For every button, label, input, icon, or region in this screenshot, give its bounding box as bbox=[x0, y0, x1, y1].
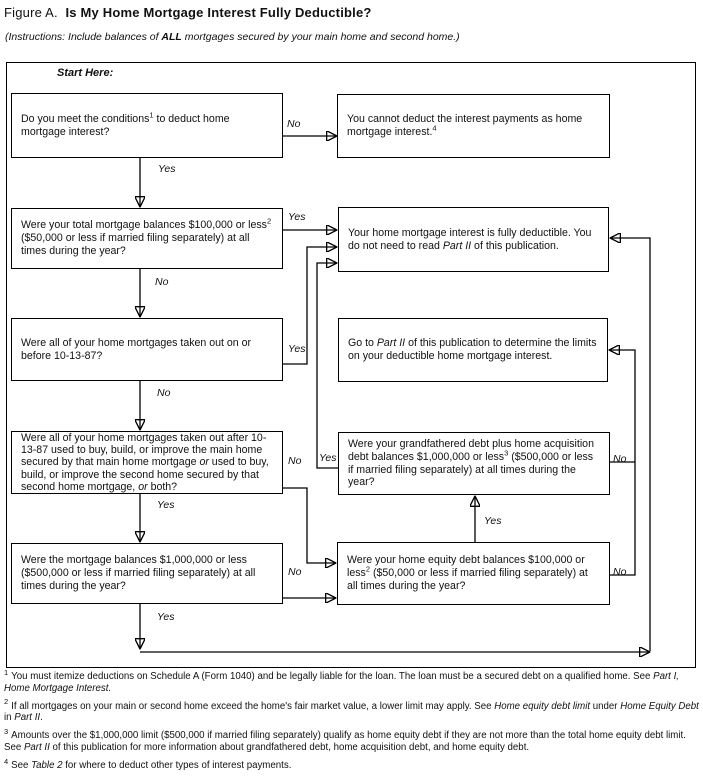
box-text: Do you meet the conditions1 to deduct ho… bbox=[21, 110, 230, 138]
flowchart-box-conditions: Do you meet the conditions1 to deduct ho… bbox=[11, 93, 283, 158]
edge-label-no: No bbox=[613, 566, 627, 578]
box-text: You cannot deduct the interest payments … bbox=[347, 113, 583, 138]
flowchart-box-cannot-deduct: You cannot deduct the interest payments … bbox=[337, 94, 610, 158]
flowchart-box-before-101387: Were all of your home mortgages taken ou… bbox=[11, 318, 283, 381]
figure-instructions: (Instructions: Include balances of ALL m… bbox=[5, 31, 460, 43]
box-text: Were your grandfathered debt plus home a… bbox=[348, 438, 594, 489]
edge-label-no: No bbox=[613, 453, 627, 465]
edge-label-no: No bbox=[288, 566, 302, 578]
flowchart-box-total-balances-100k: Were your total mortgage balances $100,0… bbox=[11, 208, 283, 269]
box-text: Were all of your home mortgages taken ou… bbox=[21, 336, 252, 362]
edge-label-no: No bbox=[157, 387, 171, 399]
box-text: Your home mortgage interest is fully ded… bbox=[348, 226, 592, 252]
box-text: Were your home equity debt balances $100… bbox=[347, 554, 588, 592]
flowchart-box-grandfathered-plus-acquisition: Were your grandfathered debt plus home a… bbox=[338, 432, 610, 495]
flowchart-box-fully-deductible: Your home mortgage interest is fully ded… bbox=[338, 207, 609, 272]
box-text: Were the mortgage balances $1,000,000 or… bbox=[21, 554, 256, 592]
edge-label-yes: Yes bbox=[484, 515, 502, 527]
edge-label-yes: Yes bbox=[288, 211, 306, 223]
edge-label-yes: Yes bbox=[319, 452, 337, 464]
box-text: Were all of your home mortgages taken ou… bbox=[21, 432, 269, 493]
flowchart-box-go-to-part2: Go to Part II of this publication to det… bbox=[338, 318, 608, 382]
edge-label-yes: Yes bbox=[288, 343, 306, 355]
edge-label-yes: Yes bbox=[157, 499, 175, 511]
box-text: Were your total mortgage balances $100,0… bbox=[21, 216, 272, 257]
edge-label-no: No bbox=[288, 455, 302, 467]
flowchart-box-balances-1m: Were the mortgage balances $1,000,000 or… bbox=[11, 543, 283, 604]
box-text: Go to Part II of this publication to det… bbox=[348, 337, 597, 362]
flowchart-box-home-equity-100k: Were your home equity debt balances $100… bbox=[337, 542, 610, 605]
flowchart-box-after-101387: Were all of your home mortgages taken ou… bbox=[11, 431, 283, 494]
edge-label-no: No bbox=[155, 276, 169, 288]
figure-title: Figure A. Is My Home Mortgage Interest F… bbox=[4, 5, 372, 20]
edge-label-yes: Yes bbox=[157, 611, 175, 623]
start-here-label: Start Here: bbox=[57, 67, 114, 79]
edge-label-no: No bbox=[287, 118, 301, 130]
edge-label-yes: Yes bbox=[158, 163, 176, 175]
